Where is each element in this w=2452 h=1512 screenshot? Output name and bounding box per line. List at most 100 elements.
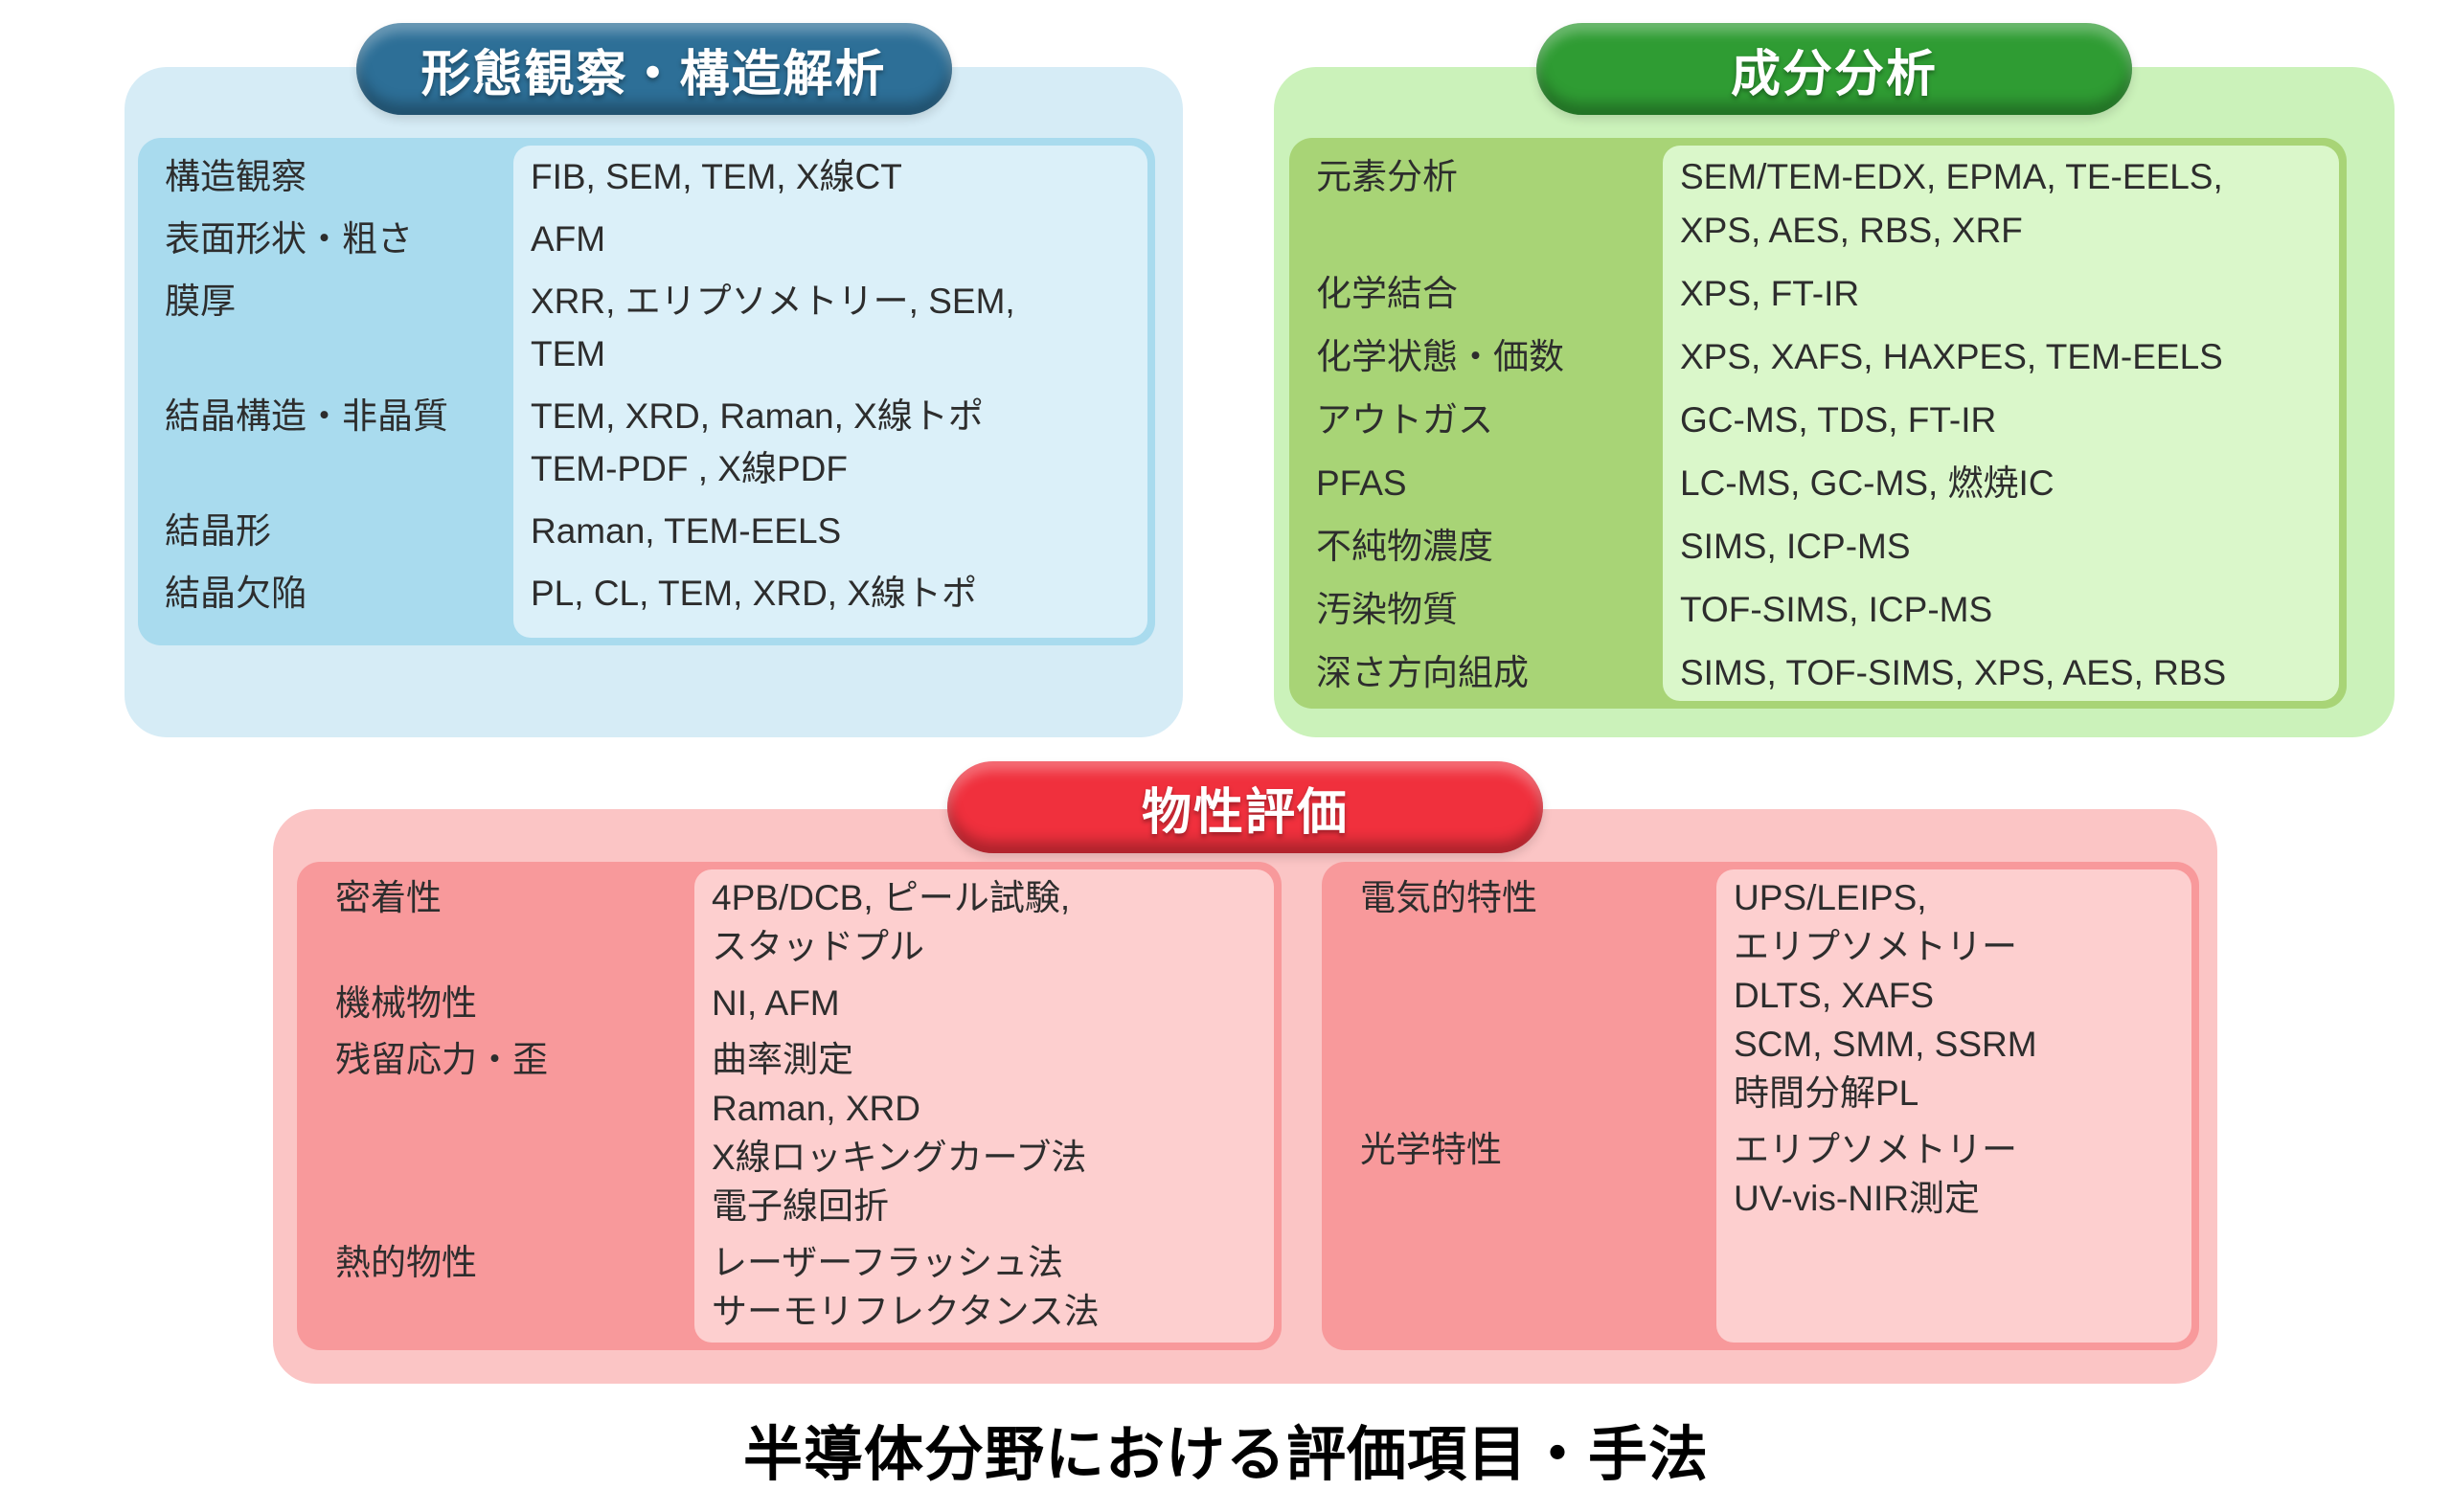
value-column-background (1716, 869, 2191, 1343)
value-column-background (513, 146, 1147, 638)
method-line: SIMS, ICP-MS (1680, 527, 1911, 566)
row-value: TEM, XRD, Raman, X線トポ TEM-PDF , X線PDF (513, 385, 1155, 500)
panel-title: 成分分析 (1730, 46, 1938, 102)
row-label: 結晶構造・非晶質 (165, 396, 448, 436)
table-row: 膜厚 XRR, エリプソメトリー, SEM, TEM (138, 270, 1155, 385)
row-value: FIB, SEM, TEM, X線CT (513, 146, 1155, 208)
method-line: TOF-SIMS, ICP-MS (1680, 590, 1993, 629)
row-value: 曲率測定 Raman, XRD X線ロッキングカーブ法 電子線回折 (694, 1031, 1282, 1234)
table-row: 化学状態・価数 XPS, XAFS, HAXPES, TEM-EELS (1289, 326, 2347, 389)
panel-physical-property-evaluation: 物性評価 密着性 4PB/DCB, ピール試験, スタッドプル 機械物性 NI,… (273, 761, 2217, 1384)
table-row: 元素分析 SEM/TEM-EDX, EPMA, TE-EELS, XPS, AE… (1289, 146, 2347, 262)
row-value: 4PB/DCB, ピール試験, スタッドプル (694, 869, 1282, 975)
panel-properties-title-pill: 物性評価 (947, 761, 1543, 853)
table-row: 結晶形 Raman, TEM-EELS (138, 500, 1155, 562)
row-label: 電気的特性 (1360, 878, 1537, 917)
table-row: 化学結合 XPS, FT-IR (1289, 262, 2347, 326)
method-line: DLTS, XAFS (1734, 976, 1935, 1015)
method-line: NI, AFM (712, 983, 840, 1023)
row-value: AFM (513, 208, 1155, 270)
row-label: 化学結合 (1316, 274, 1458, 313)
method-line: XPS, AES, RBS, XRF (1680, 211, 2023, 250)
method-line: GC-MS, TDS, FT-IR (1680, 400, 1997, 440)
row-value: Raman, TEM-EELS (513, 500, 1155, 562)
row-label: 熱的物性 (335, 1243, 477, 1282)
method-line: XRR, エリプソメトリー, SEM, (531, 282, 1015, 321)
row-label: 密着性 (335, 878, 442, 917)
method-line: 電子線回折 (712, 1186, 889, 1226)
table-row: 密着性 4PB/DCB, ピール試験, スタッドプル (297, 869, 1282, 975)
row-value: GC-MS, TDS, FT-IR (1663, 389, 2347, 452)
row-label: 構造観察 (165, 157, 306, 196)
table-row: 構造観察 FIB, SEM, TEM, X線CT (138, 146, 1155, 208)
row-value: PL, CL, TEM, XRD, X線トポ (513, 562, 1155, 624)
table-row: 熱的物性 レーザーフラッシュ法 サーモリフレクタンス法 (297, 1234, 1282, 1340)
method-line: UPS/LEIPS, (1734, 878, 1927, 917)
row-value: UPS/LEIPS, エリプソメトリー DLTS, XAFS SCM, SMM,… (1716, 869, 2199, 1121)
row-value: SEM/TEM-EDX, EPMA, TE-EELS, XPS, AES, RB… (1663, 146, 2347, 262)
method-line: TEM-PDF , X線PDF (531, 449, 848, 488)
method-line: SCM, SMM, SSRM (1734, 1025, 2037, 1064)
row-label: 機械物性 (335, 983, 477, 1023)
row-value: TOF-SIMS, ICP-MS (1663, 578, 2347, 642)
method-line: サーモリフレクタンス法 (712, 1292, 1100, 1331)
row-label: 元素分析 (1316, 157, 1458, 196)
row-label: 表面形状・粗さ (165, 219, 413, 259)
method-line: Raman, XRD (712, 1089, 920, 1128)
panel-component-title-pill: 成分分析 (1536, 23, 2132, 115)
row-value: エリプソメトリー UV-vis-NIR測定 (1716, 1121, 2199, 1227)
table-row: 深さ方向組成 SIMS, TOF-SIMS, XPS, AES, RBS (1289, 642, 2347, 705)
method-line: レーザーフラッシュ法 (712, 1243, 1064, 1282)
panel-component-analysis: 成分分析 元素分析 SEM/TEM-EDX, EPMA, TE-EELS, XP… (1274, 23, 2395, 737)
method-line: 時間分解PL (1734, 1073, 1919, 1113)
table-row: 機械物性 NI, AFM (297, 975, 1282, 1031)
morphology-table: 構造観察 FIB, SEM, TEM, X線CT 表面形状・粗さ AFM 膜厚 … (138, 138, 1155, 645)
table-row: 光学特性 エリプソメトリー UV-vis-NIR測定 (1322, 1121, 2199, 1227)
panel-title: 形態観察・構造解析 (420, 46, 887, 102)
properties-left-table: 密着性 4PB/DCB, ピール試験, スタッドプル 機械物性 NI, AFM … (297, 862, 1282, 1350)
row-label: 光学特性 (1360, 1130, 1502, 1169)
panel-title: 物性評価 (1141, 784, 1349, 841)
properties-right-table: 電気的特性 UPS/LEIPS, エリプソメトリー DLTS, XAFS SCM… (1322, 862, 2199, 1350)
method-line: AFM (531, 219, 606, 259)
value-column-background (694, 869, 1274, 1343)
row-label: 深さ方向組成 (1316, 653, 1529, 692)
row-value: LC-MS, GC-MS, 燃焼IC (1663, 452, 2347, 515)
row-value: XPS, XAFS, HAXPES, TEM-EELS (1663, 326, 2347, 389)
row-label: 結晶形 (165, 511, 271, 551)
table-row: 電気的特性 UPS/LEIPS, エリプソメトリー DLTS, XAFS SCM… (1322, 869, 2199, 1121)
row-label: 膜厚 (165, 282, 236, 321)
table-row: 不純物濃度 SIMS, ICP-MS (1289, 515, 2347, 578)
value-column-background (1663, 146, 2339, 701)
method-line: SIMS, TOF-SIMS, XPS, AES, RBS (1680, 653, 2227, 692)
row-value: レーザーフラッシュ法 サーモリフレクタンス法 (694, 1234, 1282, 1340)
method-line: UV-vis-NIR測定 (1734, 1179, 1980, 1218)
method-line: Raman, TEM-EELS (531, 511, 842, 551)
method-line: XPS, XAFS, HAXPES, TEM-EELS (1680, 337, 2223, 376)
row-label: アウトガス (1316, 400, 1493, 440)
method-line: X線ロッキングカーブ法 (712, 1138, 1087, 1177)
method-line: LC-MS, GC-MS, 燃焼IC (1680, 463, 2055, 503)
table-row: 残留応力・歪 曲率測定 Raman, XRD X線ロッキングカーブ法 電子線回折 (297, 1031, 1282, 1234)
table-row: 表面形状・粗さ AFM (138, 208, 1155, 270)
method-line: エリプソメトリー (1734, 927, 2017, 966)
row-label: 化学状態・価数 (1316, 337, 1564, 376)
method-line: エリプソメトリー (1734, 1130, 2017, 1169)
row-value: SIMS, TOF-SIMS, XPS, AES, RBS (1663, 642, 2347, 705)
table-row: PFAS LC-MS, GC-MS, 燃焼IC (1289, 452, 2347, 515)
row-value: SIMS, ICP-MS (1663, 515, 2347, 578)
row-label: PFAS (1316, 463, 1407, 503)
diagram-caption: 半導体分野における評価項目・手法 (742, 1422, 1709, 1488)
method-line: SEM/TEM-EDX, EPMA, TE-EELS, (1680, 157, 2223, 196)
table-row: アウトガス GC-MS, TDS, FT-IR (1289, 389, 2347, 452)
method-line: TEM, XRD, Raman, X線トポ (531, 396, 984, 436)
table-row: 結晶欠陥 PL, CL, TEM, XRD, X線トポ (138, 562, 1155, 624)
row-value: XPS, FT-IR (1663, 262, 2347, 326)
method-line: PL, CL, TEM, XRD, X線トポ (531, 574, 978, 613)
method-line: XPS, FT-IR (1680, 274, 1860, 313)
row-value: NI, AFM (694, 975, 1282, 1031)
table-row: 結晶構造・非晶質 TEM, XRD, Raman, X線トポ TEM-PDF ,… (138, 385, 1155, 500)
row-value: XRR, エリプソメトリー, SEM, TEM (513, 270, 1155, 385)
row-label: 残留応力・歪 (335, 1040, 548, 1079)
